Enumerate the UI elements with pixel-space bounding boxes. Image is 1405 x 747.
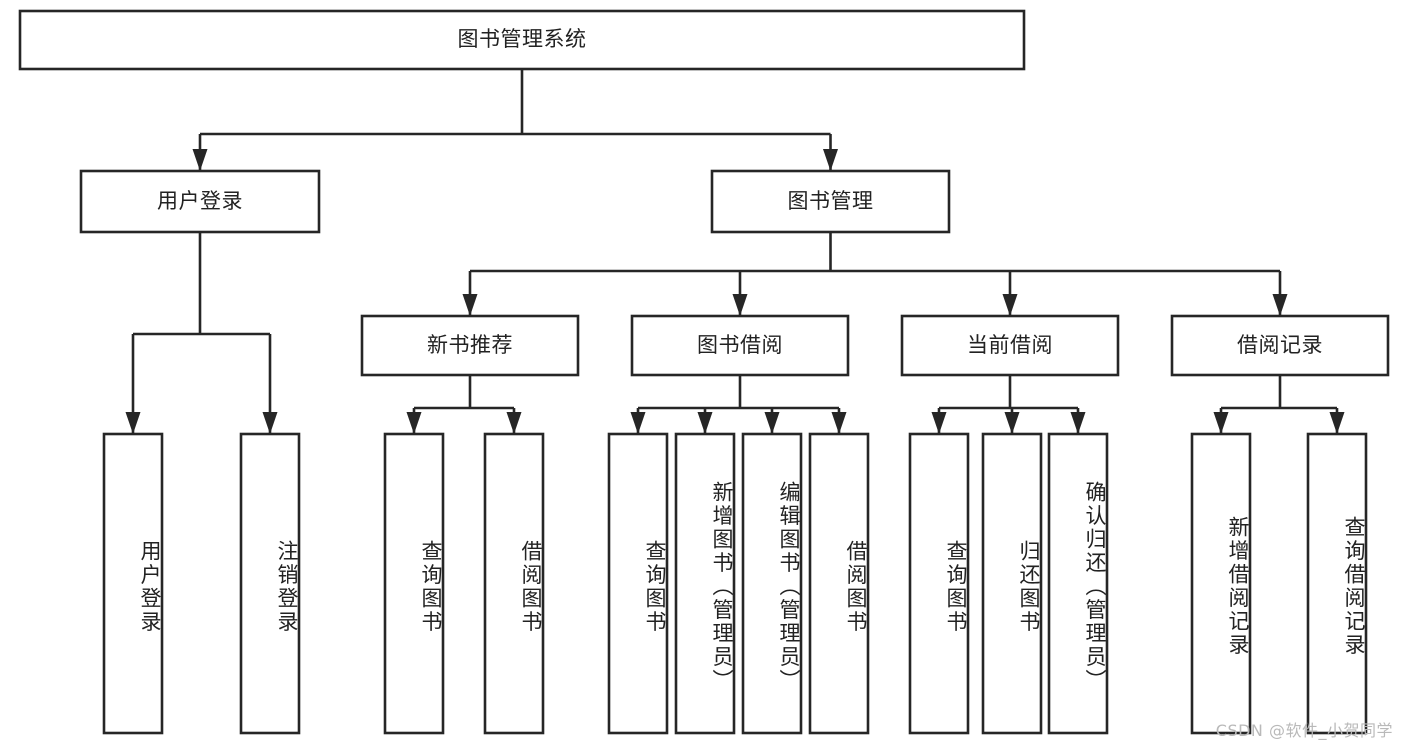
- leaf-node-box[interactable]: [102, 432, 164, 735]
- leaf-node-box[interactable]: [1306, 432, 1368, 735]
- leaf-node-box[interactable]: [1047, 432, 1109, 735]
- arrow-head-icon: [1272, 294, 1288, 316]
- arrow-head-icon: [406, 412, 422, 434]
- level2-node-box[interactable]: [710, 169, 951, 234]
- leaf-node-box[interactable]: [741, 432, 803, 735]
- level2-node-box[interactable]: [79, 169, 321, 234]
- level3-node-box[interactable]: [1170, 314, 1390, 377]
- leaf-node-box[interactable]: [483, 432, 545, 735]
- arrow-head-icon: [764, 412, 780, 434]
- leaf-node-box[interactable]: [908, 432, 970, 735]
- level3-node-box[interactable]: [630, 314, 850, 377]
- arrow-head-icon: [831, 412, 847, 434]
- arrow-head-icon: [1329, 412, 1345, 434]
- connector-lines: [125, 69, 1345, 434]
- arrow-head-icon: [1004, 412, 1020, 434]
- level3-node-box[interactable]: [900, 314, 1120, 377]
- leaf-node-box[interactable]: [607, 432, 669, 735]
- level3-node-box[interactable]: [360, 314, 580, 377]
- arrow-head-icon: [506, 412, 522, 434]
- leaf-node-box[interactable]: [1190, 432, 1252, 735]
- leaf-node-box[interactable]: [383, 432, 445, 735]
- arrow-head-icon: [931, 412, 947, 434]
- arrow-head-icon: [462, 294, 478, 316]
- leaf-node-box[interactable]: [808, 432, 870, 735]
- arrow-head-icon: [1213, 412, 1229, 434]
- arrow-head-icon: [823, 149, 838, 171]
- arrow-head-icon: [732, 294, 748, 316]
- arrow-head-icon: [1002, 294, 1018, 316]
- leaf-node-box[interactable]: [981, 432, 1043, 735]
- leaf-node-box[interactable]: [239, 432, 301, 735]
- watermark-text: CSDN @软件_小贺同学: [1215, 721, 1393, 740]
- root-node-box[interactable]: [18, 9, 1026, 71]
- leaf-node-box[interactable]: [674, 432, 736, 735]
- arrow-head-icon: [125, 412, 141, 434]
- arrow-head-icon: [697, 412, 713, 434]
- node-boxes: [18, 9, 1390, 735]
- arrow-head-icon: [630, 412, 646, 434]
- arrow-head-icon: [1070, 412, 1086, 434]
- arrow-head-icon: [192, 149, 208, 171]
- arrow-head-icon: [262, 412, 278, 434]
